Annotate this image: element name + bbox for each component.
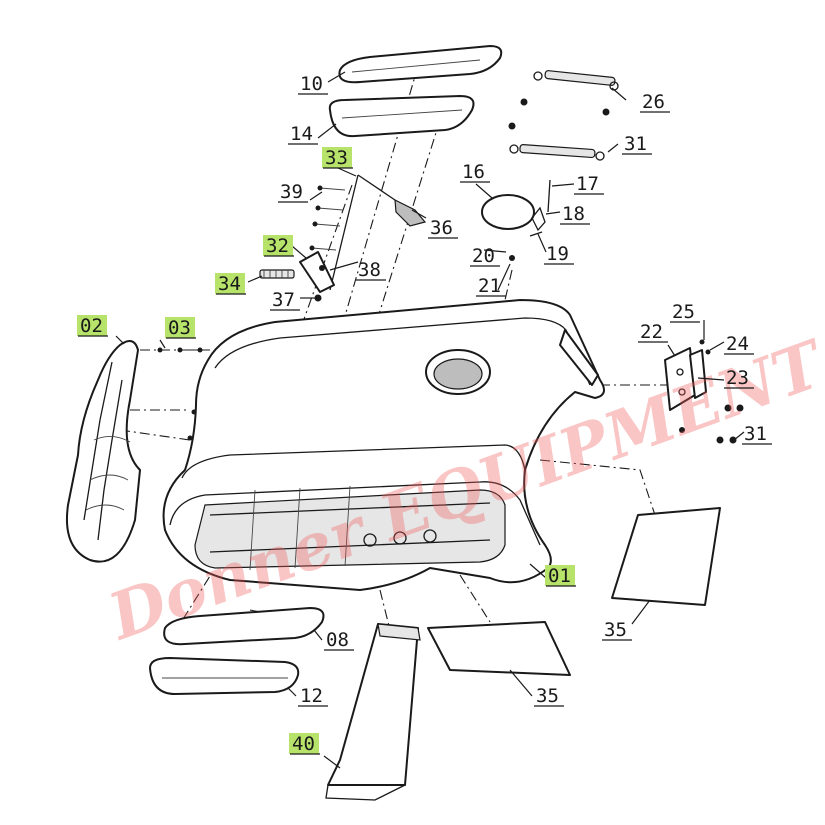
leader-lines — [115, 71, 745, 769]
callout-31-top: 31 — [622, 133, 652, 155]
part-02-side-panel — [66, 340, 141, 563]
part-40-foam-block — [325, 623, 421, 801]
callout-label: 38 — [358, 259, 381, 281]
callout-19: 19 — [544, 243, 574, 265]
callout-label: 02 — [80, 315, 103, 337]
callout-10: 10 — [298, 73, 328, 95]
part-14-upper-cushion — [328, 95, 475, 138]
part-35-pad-right — [611, 507, 721, 606]
callout-22: 22 — [638, 321, 668, 343]
callout-16: 16 — [460, 161, 490, 183]
callout-label: 10 — [300, 73, 323, 95]
callout-label: 35 — [604, 619, 627, 641]
callout-label: 31 — [744, 423, 767, 445]
screw-icon — [509, 255, 515, 261]
callout-label: 35 — [536, 685, 559, 707]
part-10-top-cushion — [338, 45, 503, 84]
part-26-gas-struts — [508, 70, 619, 161]
callout-label: 12 — [300, 685, 323, 707]
callout-label: 25 — [672, 301, 695, 323]
highlight-marker — [545, 565, 575, 586]
callout-38: 38 — [356, 259, 386, 281]
part-03-screws — [157, 347, 203, 353]
spring-icon — [259, 269, 295, 279]
highlight-marker — [289, 733, 319, 754]
part-35-pad-bottom — [427, 621, 571, 676]
callout-23: 23 — [724, 367, 754, 389]
callout-label: 19 — [546, 243, 569, 265]
callout-label: 34 — [218, 273, 241, 295]
callout-label: 22 — [640, 321, 663, 343]
callout-label: 23 — [726, 367, 749, 389]
callout-35-right: 35 — [602, 619, 632, 641]
callout-01: 01 — [545, 565, 576, 587]
callout-35-bottom: 35 — [534, 685, 564, 707]
part-32-bracket — [259, 251, 335, 302]
callout-label: 32 — [266, 235, 289, 257]
callout-37: 37 — [270, 289, 300, 311]
callout-label: 01 — [548, 565, 571, 587]
callout-33: 33 — [322, 147, 353, 169]
callout-label: 16 — [462, 161, 485, 183]
nut-icon — [602, 108, 610, 116]
callout-32: 32 — [263, 235, 294, 257]
callout-label: 40 — [292, 733, 315, 755]
callout-label: 36 — [430, 217, 453, 239]
callout-24: 24 — [724, 333, 754, 355]
callout-label: 17 — [576, 173, 599, 195]
part-08-lower-cushion — [163, 607, 325, 646]
highlight-marker — [263, 235, 293, 256]
highlight-marker — [215, 273, 245, 294]
callout-40: 40 — [289, 733, 320, 755]
callout-label: 20 — [472, 245, 495, 267]
callout-18: 18 — [560, 203, 590, 225]
callout-label: 21 — [478, 275, 501, 297]
callout-21: 21 — [476, 275, 506, 297]
highlight-marker — [322, 147, 352, 168]
callout-14: 14 — [288, 123, 318, 145]
callout-label: 14 — [290, 123, 313, 145]
callout-25: 25 — [670, 301, 700, 323]
callout-03: 03 — [165, 317, 196, 339]
part-16-cup-holder — [481, 179, 551, 261]
callout-12: 12 — [298, 685, 328, 707]
part-01-seat-shell — [162, 299, 605, 591]
highlight-marker — [77, 315, 107, 336]
callout-36: 36 — [428, 217, 458, 239]
callout-label: 24 — [726, 333, 749, 355]
callout-34: 34 — [215, 273, 246, 295]
part-33-lever-assembly — [309, 174, 427, 291]
callout-20: 20 — [470, 245, 500, 267]
callout-label: 26 — [642, 91, 665, 113]
highlight-marker — [165, 317, 195, 338]
callout-02: 02 — [77, 315, 108, 337]
callout-label: 08 — [326, 629, 349, 651]
part-22-hinge-bracket — [664, 339, 744, 444]
part-12-bottom-cushion — [149, 657, 300, 695]
callout-label: 31 — [624, 133, 647, 155]
callout-39: 39 — [278, 181, 308, 203]
callout-08: 08 — [324, 629, 354, 651]
callout-31-right: 31 — [742, 423, 772, 445]
nut-icon — [520, 98, 528, 106]
callout-label: 37 — [272, 289, 295, 311]
callout-17: 17 — [574, 173, 604, 195]
callout-label: 03 — [168, 317, 191, 339]
nut-icon — [508, 122, 516, 130]
callout-26: 26 — [640, 91, 670, 113]
callout-label: 33 — [325, 147, 348, 169]
callout-label: 39 — [280, 181, 303, 203]
callout-label: 18 — [562, 203, 585, 225]
